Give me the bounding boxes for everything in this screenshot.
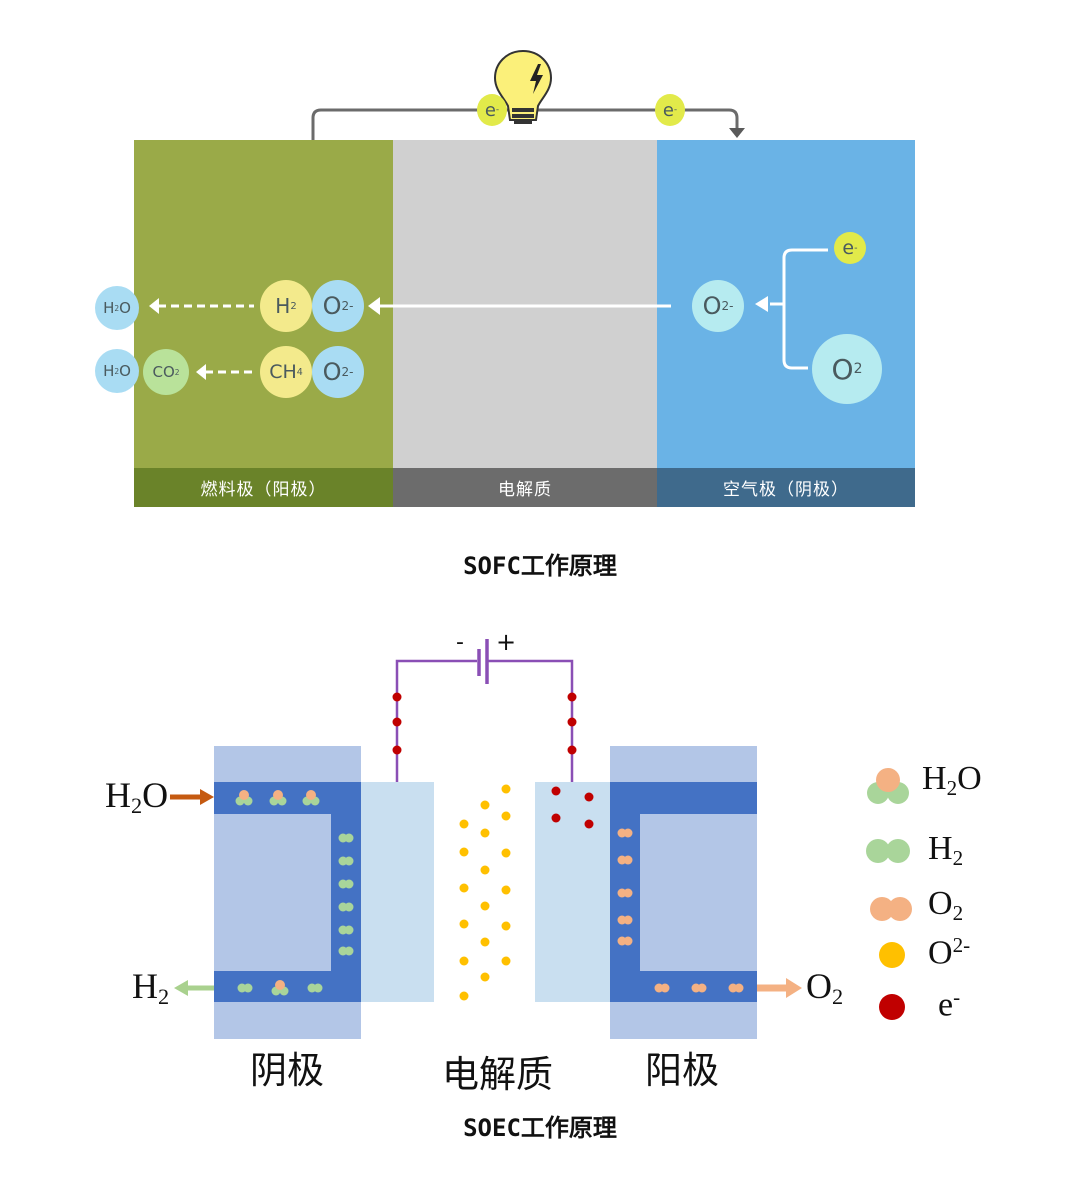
wire-electron xyxy=(392,692,402,702)
h2-particle xyxy=(344,902,354,912)
oxide-ion-particle xyxy=(501,921,511,931)
wire-electron-right: e- xyxy=(655,94,685,126)
anode-electron xyxy=(551,786,561,796)
o2-particle xyxy=(734,983,744,993)
oxide-ion-particle xyxy=(459,956,469,966)
h2-particle xyxy=(313,983,323,993)
legend-label-oxide-ion: O2- xyxy=(928,933,971,972)
o2-particle xyxy=(623,828,633,838)
anode-electrolyte-interface xyxy=(535,782,610,1002)
electrolyte-label: 电解质 xyxy=(393,468,657,507)
anode-electron xyxy=(584,792,594,802)
anode-electron xyxy=(551,813,561,823)
light-bulb-icon xyxy=(493,49,553,124)
circuit-arrowhead xyxy=(729,128,745,138)
oxide-ion-particle xyxy=(480,800,490,810)
h2-particle xyxy=(344,925,354,935)
h2o-molecule-icon xyxy=(867,768,909,804)
oxide-ion-particle xyxy=(459,991,469,1001)
oxide-ion-particle xyxy=(459,847,469,857)
o2-particle xyxy=(660,983,670,993)
battery-plus-label: + xyxy=(496,628,517,656)
oxide-ion-particle xyxy=(501,848,511,858)
legend-label-h2: H2 xyxy=(928,830,964,870)
oxide-ion-particle xyxy=(501,811,511,821)
soec-caption: SOEC工作原理 xyxy=(463,1114,617,1142)
oxide-ion-particle xyxy=(480,901,490,911)
oxide-ion-particle xyxy=(480,972,490,982)
air-electron: e- xyxy=(834,232,866,264)
h2-particle xyxy=(344,833,354,843)
h2o-particle xyxy=(273,790,283,800)
oxide-ion-particle xyxy=(480,865,490,875)
circuit-wire-left xyxy=(395,659,477,782)
oxide-ion-particle xyxy=(501,784,511,794)
wire-electron xyxy=(392,717,402,727)
h2o-inlet-label: H2O xyxy=(105,775,169,819)
legend-label-electron: e- xyxy=(938,985,961,1024)
wire-electron-left: e- xyxy=(477,94,507,126)
legend-label-h2o: H2O xyxy=(922,760,982,800)
reduction-bracket xyxy=(782,248,828,370)
electron-icon xyxy=(879,994,905,1020)
electrolyte-region xyxy=(393,140,657,468)
oxide-ion-particle xyxy=(459,883,469,893)
fuel-electrode-label: 燃料极（阳极） xyxy=(134,468,393,507)
h2-particle xyxy=(344,946,354,956)
oxide-ion-particle xyxy=(501,956,511,966)
legend-icons xyxy=(866,768,912,1020)
legend-label-o2: O2 xyxy=(928,885,964,925)
o2-molecule-icon xyxy=(870,897,912,921)
anode-electron xyxy=(584,819,594,829)
h2o-particle xyxy=(306,790,316,800)
o2-particle xyxy=(623,915,633,925)
oxide-ion-particle xyxy=(480,828,490,838)
o2-particle xyxy=(697,983,707,993)
oxide-ion-particle xyxy=(459,819,469,829)
h2o-particle xyxy=(275,980,285,990)
cathode-side-channel xyxy=(331,782,361,1002)
lightning-bolt-icon xyxy=(530,64,543,94)
h2o-particle xyxy=(239,790,249,800)
oxide-ion-particle xyxy=(480,937,490,947)
soec-flow-arrows xyxy=(170,789,802,998)
sofc-caption: SOFC工作原理 xyxy=(463,552,617,580)
o2-particle xyxy=(623,936,633,946)
anode-label: 阳极 xyxy=(645,1051,719,1092)
o2-particle xyxy=(623,888,633,898)
h2-particle xyxy=(344,879,354,889)
h2-outlet-label: H2 xyxy=(132,966,170,1010)
wire-electron xyxy=(567,692,577,702)
soec-particles xyxy=(235,639,744,1001)
circuit-wire-right xyxy=(488,659,574,782)
o2-outlet-label: O2 xyxy=(806,966,844,1010)
wire-electron xyxy=(567,717,577,727)
electrolyte-label-soec: 电解质 xyxy=(442,1055,553,1096)
oxide-ion-particle xyxy=(501,885,511,895)
air-electrode-label: 空气极（阴极） xyxy=(657,468,915,507)
h2-particle xyxy=(243,983,253,993)
sofc-arrows xyxy=(149,248,828,380)
h2-molecule-icon xyxy=(866,839,910,863)
h2-particle xyxy=(344,856,354,866)
cathode-electrolyte-interface xyxy=(361,782,434,1002)
reduction-arrowhead xyxy=(755,296,768,312)
oxide-ion-icon xyxy=(879,942,905,968)
oxide-ion-particle xyxy=(459,919,469,929)
o2-particle xyxy=(623,855,633,865)
wire-electron xyxy=(392,745,402,755)
battery-minus-label: - xyxy=(456,630,464,655)
wire-electron xyxy=(567,745,577,755)
cathode-label: 阴极 xyxy=(250,1051,324,1092)
